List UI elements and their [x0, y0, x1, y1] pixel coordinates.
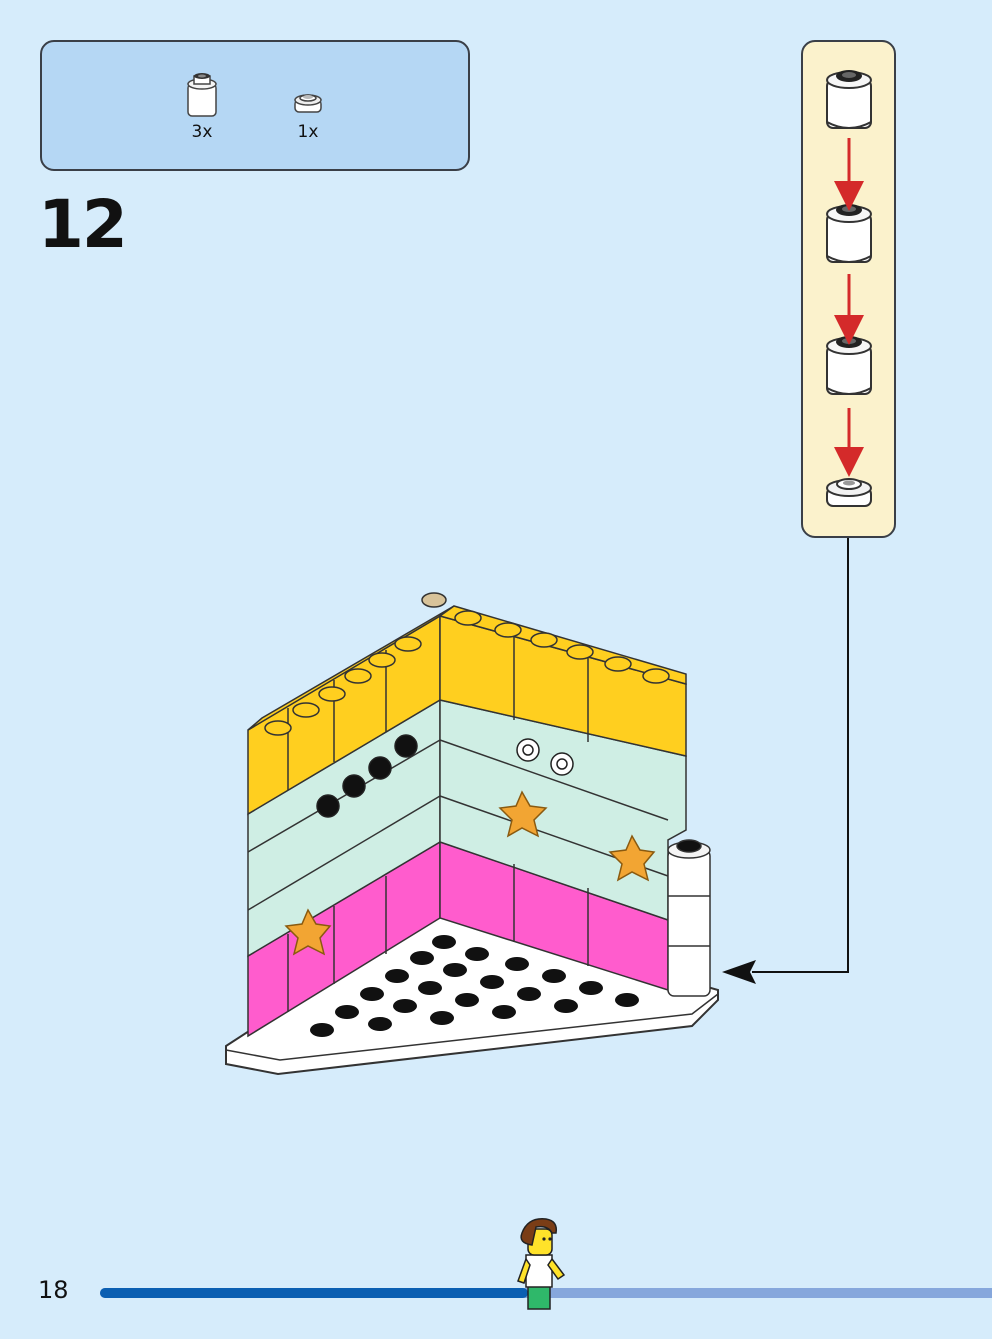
round-brick-column: [667, 839, 711, 997]
round-brick-icon: [187, 73, 217, 117]
part-quantity: 3x: [191, 122, 213, 142]
parts-callout: 3x 1x: [40, 40, 470, 171]
part-round-plate: 1x: [278, 86, 338, 142]
base-studs: [310, 935, 639, 1037]
subassembly-callout: [801, 40, 896, 538]
subassembly-diagram: [826, 69, 872, 507]
top-studs: [264, 592, 670, 736]
part-round-brick: 3x: [172, 72, 232, 142]
brick-2: [826, 203, 872, 263]
minifigure-icon: [517, 1218, 566, 1310]
plate: [826, 478, 872, 507]
step-number: 12: [38, 186, 128, 263]
brick-3: [826, 335, 872, 395]
part-quantity: 1x: [297, 122, 319, 142]
round-plate-icon: [294, 94, 322, 113]
progress-fill: [100, 1288, 529, 1298]
wall-studs: [316, 734, 574, 818]
brick-1: [826, 69, 872, 129]
model-assembly: [225, 592, 719, 1076]
star-decorations: [284, 790, 656, 956]
page-number: 18: [38, 1276, 69, 1304]
